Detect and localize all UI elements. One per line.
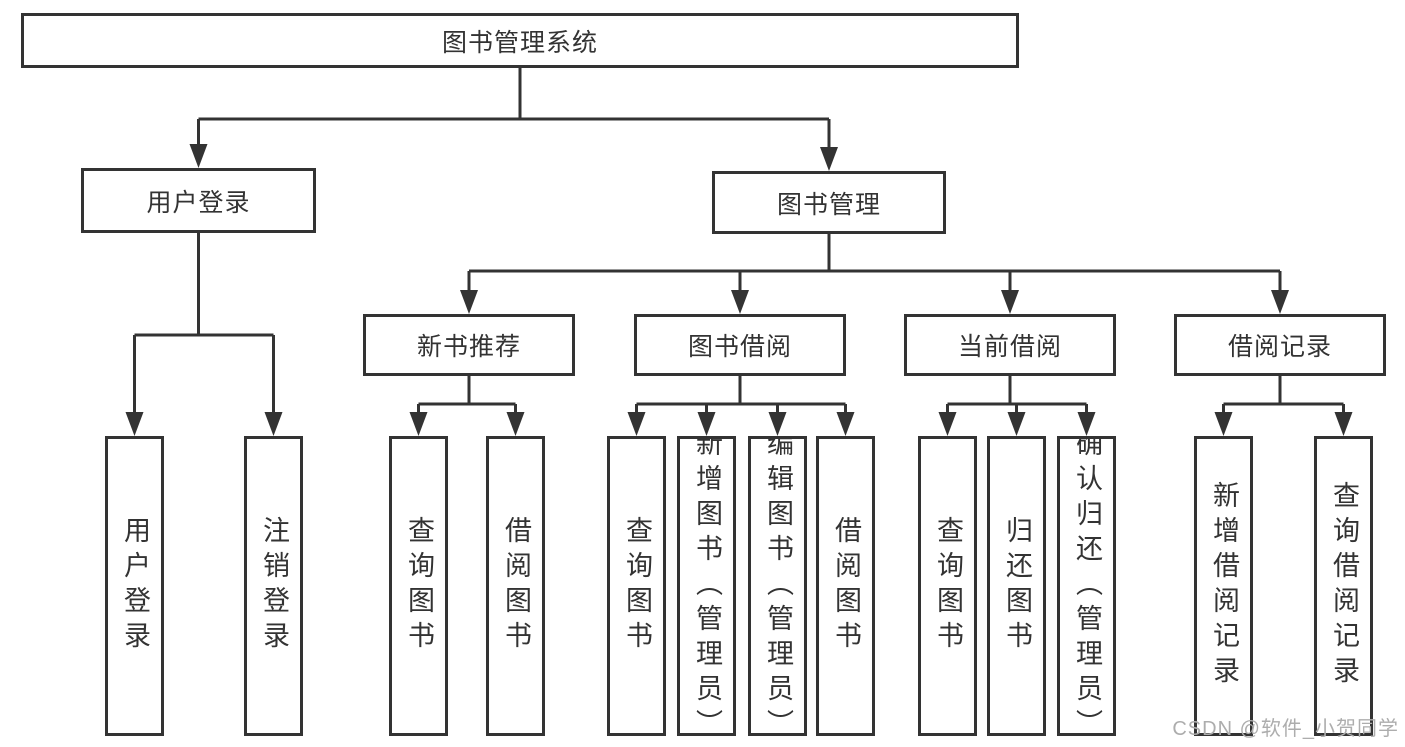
leaf-borrow-books-recommend-label: 借阅图书 — [501, 516, 531, 656]
arrowhead — [409, 412, 428, 436]
node-user-login: 用户登录 — [81, 168, 316, 233]
leaf-add-borrow-record-label: 新增借阅记录 — [1209, 481, 1239, 691]
leaf-confirm-return-admin-label: 确认归还（管理员） — [1072, 436, 1102, 736]
node-new-book-recommend: 新书推荐 — [363, 314, 575, 376]
arrowhead — [264, 412, 283, 436]
leaf-edit-book-admin: 编辑图书（管理员） — [748, 436, 807, 736]
arrowhead — [1077, 412, 1096, 436]
connector-bookborrow-to-leaves — [635, 376, 847, 414]
arrowhead — [1214, 412, 1233, 436]
leaf-borrow-books-recommend: 借阅图书 — [486, 436, 545, 736]
leaf-logout-label: 注销登录 — [259, 516, 289, 656]
arrowhead — [1001, 290, 1019, 314]
leaf-edit-book-admin-label: 编辑图书（管理员） — [763, 436, 793, 736]
leaf-add-book-admin-label: 新增图书（管理员） — [692, 436, 722, 736]
node-book-management-label: 图书管理 — [776, 190, 881, 219]
node-new-book-recommend-label: 新书推荐 — [416, 333, 521, 361]
leaf-borrow-books: 借阅图书 — [816, 436, 875, 736]
arrowhead — [1271, 290, 1289, 314]
node-borrow-records-label: 借阅记录 — [1227, 333, 1332, 361]
leaf-return-book-label: 归还图书 — [1002, 516, 1032, 656]
arrowhead — [768, 412, 787, 436]
leaf-logout: 注销登录 — [244, 436, 303, 736]
node-current-borrow: 当前借阅 — [904, 314, 1116, 376]
leaf-confirm-return-admin: 确认归还（管理员） — [1057, 436, 1116, 736]
arrowhead — [697, 412, 716, 436]
leaf-query-books-borrow-label: 查询图书 — [622, 516, 652, 656]
arrowhead — [938, 412, 957, 436]
node-borrow-records: 借阅记录 — [1174, 314, 1386, 376]
node-current-borrow-label: 当前借阅 — [957, 333, 1062, 361]
connector-root-to-level2 — [197, 68, 831, 149]
leaf-query-borrow-record-label: 查询借阅记录 — [1329, 481, 1359, 691]
arrowhead — [1007, 412, 1026, 436]
arrowhead — [506, 412, 525, 436]
leaf-user-login-label: 用户登录 — [120, 516, 150, 656]
leaf-user-login: 用户登录 — [105, 436, 164, 736]
node-book-management: 图书管理 — [712, 171, 946, 234]
leaf-query-books-current-label: 查询图书 — [933, 516, 963, 656]
connector-userlogin-to-leaves — [133, 233, 275, 414]
arrowhead — [460, 290, 478, 314]
arrowhead — [627, 412, 646, 436]
leaf-return-book: 归还图书 — [987, 436, 1046, 736]
arrowhead — [820, 147, 838, 171]
csdn-watermark: CSDN @软件_小贺同学 — [1172, 718, 1399, 740]
node-book-borrow: 图书借阅 — [634, 314, 846, 376]
connector-newbook-to-leaves — [417, 376, 517, 414]
leaf-query-books-recommend: 查询图书 — [389, 436, 448, 736]
arrowhead — [1334, 412, 1353, 436]
node-root: 图书管理系统 — [21, 13, 1019, 68]
connector-borrowrecords-to-leaves — [1222, 376, 1345, 414]
node-root-label: 图书管理系统 — [441, 28, 598, 57]
arrowheads — [125, 144, 1353, 436]
connector-currentborrow-to-leaves — [946, 376, 1088, 414]
leaf-query-books-current: 查询图书 — [918, 436, 977, 736]
arrowhead — [836, 412, 855, 436]
node-user-login-label: 用户登录 — [146, 188, 251, 217]
leaf-query-books-borrow: 查询图书 — [607, 436, 666, 736]
leaf-add-borrow-record: 新增借阅记录 — [1194, 436, 1253, 736]
leaf-borrow-books-label: 借阅图书 — [831, 516, 861, 656]
arrowhead — [731, 290, 749, 314]
connector-bookmgmt-to-level3 — [467, 234, 1282, 292]
arrowhead — [189, 144, 208, 168]
node-book-borrow-label: 图书借阅 — [687, 333, 792, 361]
arrowhead — [125, 412, 144, 436]
leaf-query-borrow-record: 查询借阅记录 — [1314, 436, 1373, 736]
leaf-add-book-admin: 新增图书（管理员） — [677, 436, 736, 736]
leaf-query-books-recommend-label: 查询图书 — [404, 516, 434, 656]
